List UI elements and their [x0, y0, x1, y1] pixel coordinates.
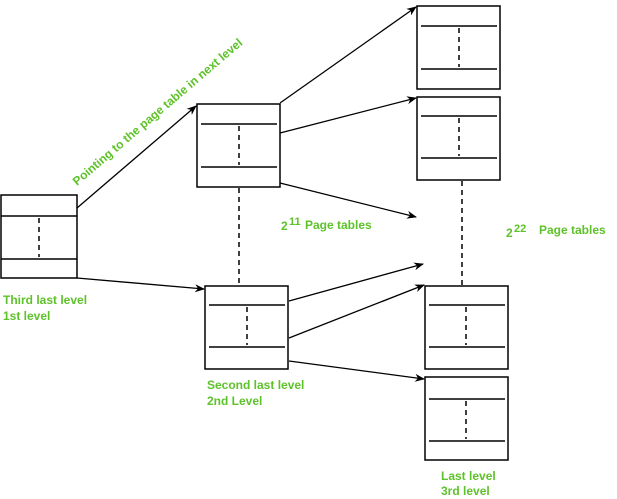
l3-table-n-1	[424, 285, 509, 370]
level2-count-exponent: 11	[289, 216, 301, 228]
l1-table	[0, 194, 78, 279]
level3-count-base: 2	[506, 226, 513, 240]
l3-table-n	[424, 376, 509, 461]
level2-count-base: 2	[281, 219, 288, 233]
l2-table-last	[204, 285, 289, 370]
level3-count-exponent: 22	[514, 223, 526, 235]
arrow-l2-first-to-l3-1	[279, 6, 417, 104]
arrow-l2-first-to-l3-2	[279, 96, 417, 134]
l3-table-2	[416, 96, 501, 181]
arrow-l2-last-to-l3-n-1	[288, 284, 425, 339]
level1-label-line2: 1st level	[3, 309, 50, 323]
level2-count-text: Page tables	[305, 218, 372, 232]
level2-label-line2: 2nd Level	[207, 394, 262, 408]
arrow-l1-to-l2-first	[76, 105, 197, 209]
level2-label-line1: Second last level	[207, 378, 304, 392]
level3-label-line2: 3rd level	[441, 484, 490, 498]
l2-table-first	[196, 103, 281, 188]
level3-count-text: Page tables	[539, 223, 606, 237]
l3-table-1	[416, 5, 501, 90]
level1-label-line1: Third last level	[3, 293, 87, 307]
arrow-l2-last-to-more	[288, 262, 424, 302]
arrow-l1-to-l2-last	[76, 277, 205, 293]
arrow-l2-first-to-more	[279, 182, 417, 219]
level3-count-label: 2 22 Page tables	[506, 223, 606, 240]
level3-label-line1: Last level	[441, 469, 496, 483]
arrow-l2-last-to-l3-n	[288, 360, 425, 382]
level2-count-label: 2 11 Page tables	[281, 216, 372, 233]
